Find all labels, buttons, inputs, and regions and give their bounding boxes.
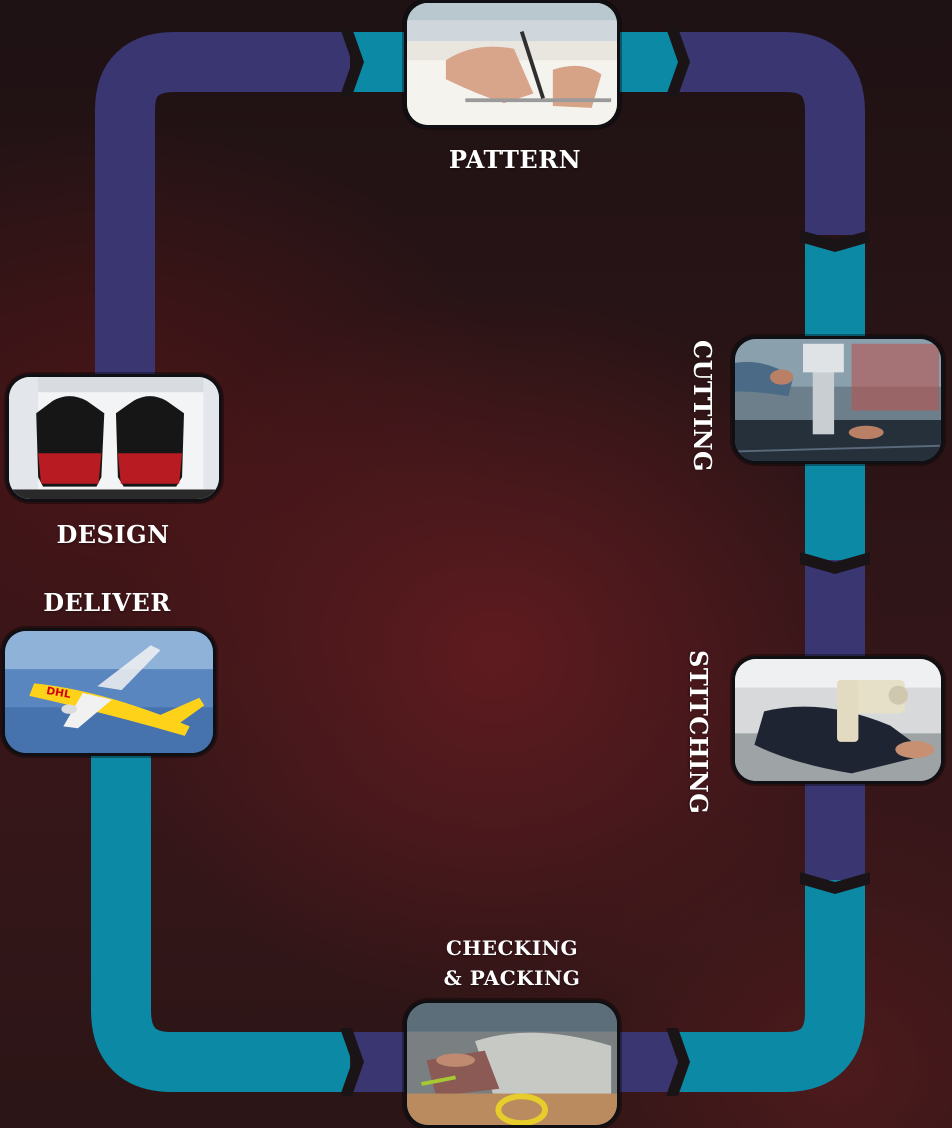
- sewing-machine-icon: [735, 659, 941, 781]
- airplane-livery-text: DHL: [45, 685, 72, 701]
- design-label: DESIGN: [56, 520, 170, 549]
- stitching-label: STITCHING: [684, 650, 713, 815]
- packing-label: CHECKING & PACKING: [430, 933, 594, 993]
- cutting-machine-icon: [735, 339, 941, 461]
- track-bottom-right: [670, 880, 865, 1092]
- track-chevron: [666, 28, 690, 96]
- pattern-drafting-icon: [407, 3, 617, 125]
- stitching-photo: [732, 656, 944, 784]
- deliver-label: DELIVER: [43, 588, 171, 617]
- track-chevron: [800, 552, 870, 574]
- track-top-teal-right: [615, 32, 682, 92]
- packing-label-line1: CHECKING: [445, 936, 579, 960]
- cutting-label: CUTTING: [688, 340, 717, 473]
- track-chevron: [800, 230, 870, 252]
- track-chevron: [340, 28, 364, 96]
- cutting-photo: [732, 336, 944, 464]
- pattern-label: PATTERN: [448, 145, 582, 174]
- track-top-right: [670, 32, 865, 235]
- design-photo: [6, 374, 222, 502]
- packing-photo: [404, 1000, 620, 1128]
- track-top-teal-left: [350, 32, 410, 92]
- track-chevron: [800, 872, 870, 894]
- airplane-icon: DHL: [5, 631, 213, 753]
- track-left-lower: [91, 740, 350, 1092]
- track-chevron: [340, 1028, 364, 1096]
- deliver-photo: DHL: [2, 628, 216, 756]
- track-bottom-navy-right: [615, 1032, 682, 1092]
- hoodie-design-icon: [9, 377, 219, 499]
- garment-checking-icon: [407, 1003, 617, 1125]
- packing-label-line2: & PACKING: [443, 966, 581, 990]
- track-top-left: [95, 32, 350, 380]
- track-chevron: [666, 1028, 690, 1096]
- pattern-photo: [404, 0, 620, 128]
- track-bottom-navy-left: [350, 1032, 410, 1092]
